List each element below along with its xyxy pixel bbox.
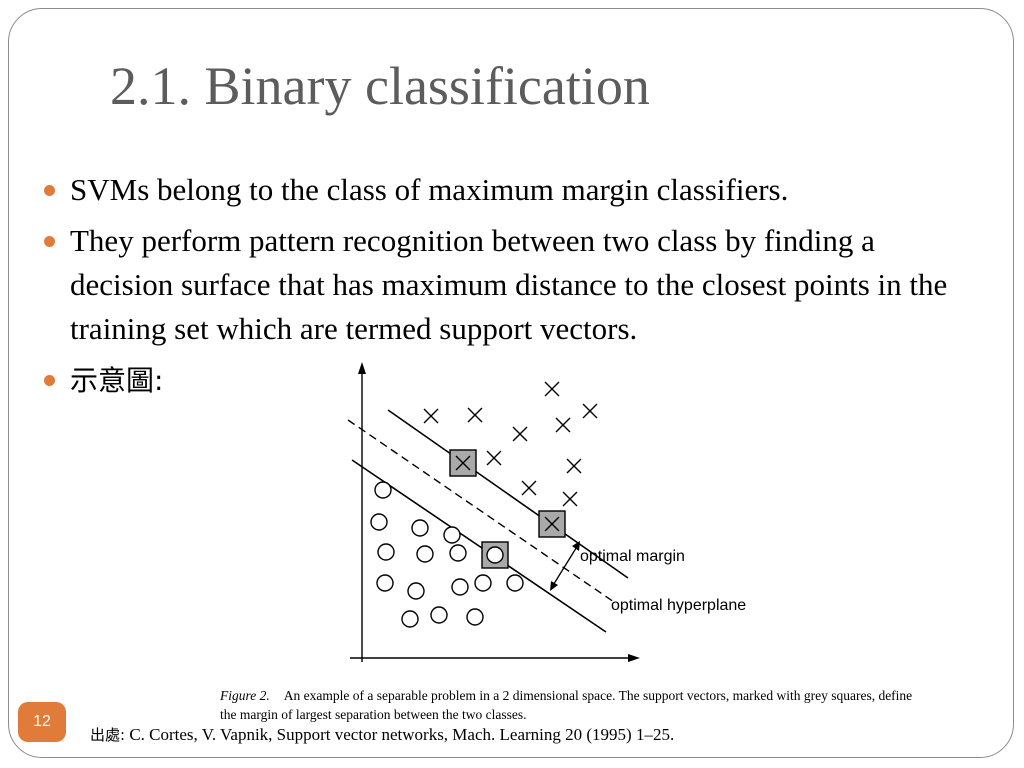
- caption-label: Figure 2.: [220, 688, 270, 703]
- x-axis-arrow-icon: [628, 654, 640, 662]
- page-number-badge: 12: [18, 702, 66, 742]
- bullet-text: 示意圖:: [70, 364, 164, 397]
- bullet-item: 示意圖:: [44, 358, 964, 403]
- caption-text: An example of a separable problem in a 2…: [220, 688, 913, 722]
- source-citation: 出處: C. Cortes, V. Vapnik, Support vector…: [90, 724, 674, 745]
- source-label: 出處:: [90, 726, 126, 744]
- slide-frame: [8, 8, 1014, 758]
- class-cross-points: [423, 381, 598, 532]
- optimal-hyperplane-label: optimal hyperplane: [611, 597, 746, 614]
- margin-line-upper: [387, 409, 629, 579]
- svm-figure: optimal margin optimal hyperplane: [347, 362, 746, 662]
- source-text: C. Cortes, V. Vapnik, Support vector net…: [129, 725, 675, 744]
- support-vector-square: [538, 510, 566, 538]
- bullet-dot-icon: [44, 375, 55, 386]
- class-circle-points: [370, 481, 524, 628]
- bullet-item: They perform pattern recognition between…: [44, 219, 950, 351]
- bullet-text: SVMs belong to the class of maximum marg…: [70, 172, 789, 207]
- slide-title: 2.1. Binary classification: [110, 56, 650, 116]
- bullet-list: SVMs belong to the class of maximum marg…: [44, 168, 964, 410]
- optimal-margin-label: optimal margin: [580, 548, 685, 565]
- bullet-text: They perform pattern recognition between…: [70, 223, 948, 346]
- bullet-dot-icon: [44, 236, 55, 247]
- margin-line-lower: [351, 459, 607, 633]
- y-axis-arrow-icon: [358, 362, 366, 374]
- margin-arrow-tail-icon: [550, 581, 558, 591]
- bullet-dot-icon: [44, 185, 55, 196]
- margin-arrow: [551, 544, 579, 588]
- figure-caption: Figure 2.An example of a separable probl…: [220, 686, 920, 724]
- bullet-item: SVMs belong to the class of maximum marg…: [44, 168, 950, 212]
- margin-arrow-head-icon: [572, 541, 580, 551]
- hyperplane-line: [347, 419, 615, 603]
